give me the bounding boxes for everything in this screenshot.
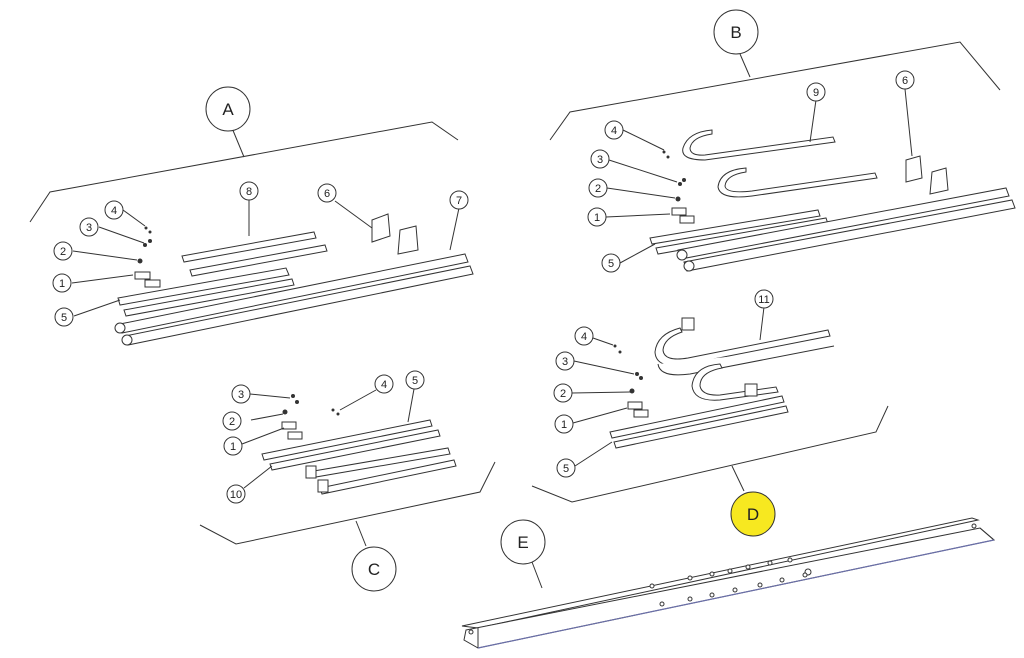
svg-text:2: 2 <box>595 183 601 195</box>
rail-part <box>609 395 785 439</box>
assembly-c-parts <box>261 394 457 495</box>
callout-a-7[interactable]: 7 <box>449 190 469 210</box>
callout-c-4[interactable]: 4 <box>374 374 394 394</box>
svg-text:3: 3 <box>597 154 603 166</box>
bracket-part <box>371 213 391 243</box>
strip-part <box>189 244 328 277</box>
svg-text:5: 5 <box>563 463 569 475</box>
assembly-d: D 1 2 3 4 5 11 <box>531 289 889 537</box>
assembly-b-parts <box>649 129 1016 272</box>
svg-text:2: 2 <box>60 246 66 258</box>
assembly-a-bracket <box>29 121 459 223</box>
assembly-e: E <box>461 517 996 649</box>
callout-a-6[interactable]: 6 <box>317 183 337 203</box>
svg-text:11: 11 <box>758 294 769 306</box>
callout-c-1[interactable]: 1 <box>223 436 243 456</box>
callout-d-11[interactable]: 11 <box>754 289 774 309</box>
svg-text:2: 2 <box>229 416 235 428</box>
svg-text:9: 9 <box>813 87 819 99</box>
svg-text:10: 10 <box>230 489 242 501</box>
bracket-part <box>397 225 419 255</box>
svg-text:1: 1 <box>59 278 65 290</box>
assembly-c-bracket <box>199 461 496 545</box>
assembly-e-label[interactable]: E <box>500 519 546 565</box>
svg-text:3: 3 <box>86 222 92 234</box>
svg-text:5: 5 <box>412 375 418 387</box>
rail-part <box>269 429 441 471</box>
svg-text:4: 4 <box>111 205 117 217</box>
callout-c-5[interactable]: 5 <box>405 370 425 390</box>
svg-text:5: 5 <box>61 312 67 324</box>
svg-text:6: 6 <box>324 188 330 200</box>
callout-b-4[interactable]: 4 <box>604 120 624 140</box>
svg-text:1: 1 <box>594 212 600 224</box>
callout-a-8[interactable]: 8 <box>239 181 259 201</box>
strip-part <box>181 231 317 263</box>
rail-part <box>649 209 821 245</box>
assembly-a: A 1 <box>29 86 474 346</box>
callout-b-2[interactable]: 2 <box>588 178 608 198</box>
svg-text:B: B <box>730 23 741 42</box>
assembly-b: B 1 2 3 <box>549 9 1016 273</box>
svg-text:E: E <box>517 533 528 552</box>
svg-text:3: 3 <box>562 356 568 368</box>
callout-c-2[interactable]: 2 <box>222 411 242 431</box>
j-hook-part <box>654 327 831 366</box>
channel-rail-part <box>461 517 996 649</box>
svg-text:7: 7 <box>456 195 462 207</box>
rail-part <box>123 278 295 317</box>
assembly-c-label[interactable]: C <box>351 546 397 592</box>
svg-text:8: 8 <box>246 186 252 198</box>
svg-text:2: 2 <box>560 388 566 400</box>
j-hook-part <box>682 129 836 161</box>
svg-text:1: 1 <box>230 441 236 453</box>
callout-a-4[interactable]: 4 <box>104 200 124 220</box>
svg-text:D: D <box>747 505 759 524</box>
pad-part <box>144 279 161 288</box>
rail-part <box>117 267 290 306</box>
callout-c-10[interactable]: 10 <box>226 484 246 504</box>
svg-text:C: C <box>368 560 380 579</box>
callout-a-1[interactable]: 1 <box>52 273 72 293</box>
assembly-d-label[interactable]: D <box>730 491 776 537</box>
svg-text:4: 4 <box>381 379 387 391</box>
svg-text:1: 1 <box>561 419 567 431</box>
svg-text:5: 5 <box>608 258 614 270</box>
callout-d-2[interactable]: 2 <box>553 383 573 403</box>
rail-part <box>261 419 433 461</box>
bracket-part <box>905 155 923 183</box>
bracket-part <box>929 167 949 195</box>
rail-part <box>613 405 789 449</box>
callout-b-9[interactable]: 9 <box>806 82 826 102</box>
callout-d-5[interactable]: 5 <box>556 458 576 478</box>
tube-part <box>677 187 1010 260</box>
svg-text:4: 4 <box>611 125 617 137</box>
svg-text:3: 3 <box>238 389 244 401</box>
callout-d-4[interactable]: 4 <box>574 326 594 346</box>
callout-c-3[interactable]: 3 <box>231 384 251 404</box>
assembly-a-parts <box>114 213 474 346</box>
callout-d-1[interactable]: 1 <box>554 414 574 434</box>
callout-a-3[interactable]: 3 <box>79 217 99 237</box>
callout-b-6[interactable]: 6 <box>895 70 915 90</box>
svg-text:A: A <box>222 100 234 119</box>
j-hook-part <box>717 167 878 198</box>
assembly-c: C 1 2 3 4 5 10 <box>199 370 496 592</box>
assembly-b-bracket <box>549 41 1001 141</box>
svg-text:6: 6 <box>902 75 908 87</box>
callout-b-5[interactable]: 5 <box>601 253 621 273</box>
j-hook-part <box>691 363 779 401</box>
callout-a-2[interactable]: 2 <box>53 241 73 261</box>
svg-text:4: 4 <box>581 331 587 343</box>
callout-b-3[interactable]: 3 <box>590 149 610 169</box>
callout-b-1[interactable]: 1 <box>587 207 607 227</box>
callout-d-3[interactable]: 3 <box>555 351 575 371</box>
callout-a-5[interactable]: 5 <box>54 307 74 327</box>
assembly-b-label[interactable]: B <box>713 9 759 55</box>
assembly-a-label[interactable]: A <box>205 86 251 132</box>
pad-part <box>134 271 151 280</box>
assembly-d-bracket <box>531 405 889 503</box>
assembly-d-parts <box>609 317 835 449</box>
